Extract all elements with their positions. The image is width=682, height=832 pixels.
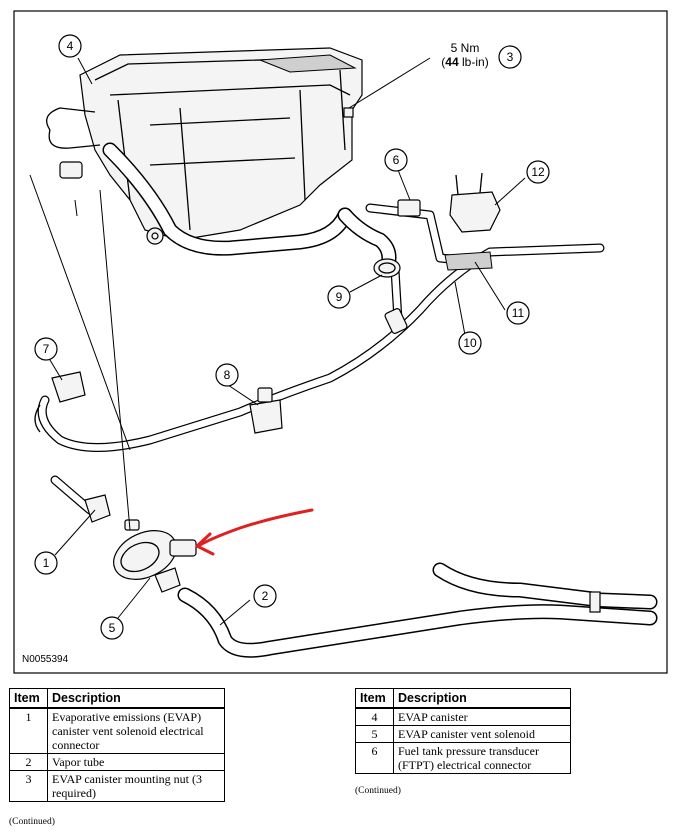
callout-10: 10 — [458, 331, 482, 355]
callout-3-label: 3 — [507, 50, 514, 64]
item-number: 5 — [355, 725, 394, 743]
vapor-tube-2 — [177, 562, 658, 658]
item-description: EVAP canister vent solenoid — [393, 725, 571, 743]
item-description: Fuel tank pressure transducer (FTPT) ele… — [393, 742, 571, 774]
callout-2-label: 2 — [262, 589, 269, 603]
callout-11-label: 11 — [512, 306, 525, 320]
callout-12: 12 — [526, 160, 550, 184]
item-description: Vapor tube — [47, 753, 225, 771]
col-description: Description — [47, 688, 225, 709]
callout-2: 2 — [253, 584, 277, 608]
clip-8 — [249, 387, 283, 434]
table-row: 2 Vapor tube — [9, 753, 225, 771]
evap-system-diagram: 4 3 6 12 9 11 10 7 8 1 2 5 — [13, 10, 668, 674]
legend-left-header: Item Description — [9, 688, 225, 709]
callout-11: 11 — [506, 301, 530, 325]
red-annotation-arrow — [195, 508, 314, 556]
callout-6-label: 6 — [393, 153, 400, 167]
callout-4-label: 4 — [67, 39, 74, 53]
callout-7: 7 — [34, 337, 58, 361]
item-number: 4 — [355, 707, 394, 726]
callout-3: 3 — [498, 45, 522, 69]
callout-5-label: 5 — [109, 621, 116, 635]
torque-value: 5 Nm — [451, 41, 480, 55]
evap-vent-solenoid — [113, 519, 197, 593]
item-description: EVAP canister mounting nut (3 required) — [47, 770, 225, 802]
item-number: 3 — [9, 770, 48, 802]
callout-4: 4 — [58, 34, 82, 58]
fitting-9 — [373, 258, 408, 334]
callout-1: 1 — [34, 551, 58, 575]
continued-note-right: (Continued) — [355, 786, 401, 796]
table-row: 4 EVAP canister — [355, 707, 571, 726]
torque-imperial: (44 lb-in) — [441, 55, 488, 69]
item-description: EVAP canister — [393, 707, 571, 726]
item-number: 6 — [355, 742, 394, 774]
callout-9-label: 9 — [336, 290, 343, 304]
callout-12-label: 12 — [531, 165, 545, 179]
callout-5: 5 — [100, 616, 124, 640]
col-item: Item — [355, 688, 394, 709]
legend-table-right: Item Description 4 EVAP canister 5 EVAP … — [355, 688, 571, 774]
canister-hoses — [102, 142, 397, 273]
callout-6: 6 — [384, 148, 408, 172]
mounting-nut — [343, 107, 354, 118]
callout-8-label: 8 — [224, 368, 231, 382]
table-row: 1 Evaporative emissions (EVAP) canister … — [9, 707, 225, 754]
figure-code: N0055394 — [22, 654, 69, 665]
torque-imperial-unit: lb-in — [462, 55, 485, 69]
torque-imperial-value: 44 — [445, 55, 459, 69]
ftpt-sensor — [444, 172, 501, 271]
col-item: Item — [9, 688, 48, 709]
ftpt-connector — [397, 199, 421, 217]
col-description: Description — [393, 688, 571, 709]
vent-solenoid-connector — [50, 475, 111, 523]
callout-8: 8 — [215, 363, 239, 387]
legend-table-left: Item Description 1 Evaporative emissions… — [9, 688, 225, 802]
callout-1-label: 1 — [43, 556, 50, 570]
continued-note-left: (Continued) — [9, 817, 55, 827]
table-row: 5 EVAP canister vent solenoid — [355, 725, 571, 743]
callout-7-label: 7 — [43, 342, 50, 356]
callout-leaders — [49, 57, 526, 626]
callout-10-label: 10 — [463, 336, 477, 350]
clip-7 — [34, 371, 86, 433]
table-row: 3 EVAP canister mounting nut (3 required… — [9, 770, 225, 802]
table-row: 6 Fuel tank pressure transducer (FTPT) e… — [355, 742, 571, 774]
item-description: Evaporative emissions (EVAP) canister ve… — [47, 707, 225, 754]
callout-9: 9 — [327, 285, 351, 309]
item-number: 2 — [9, 753, 48, 771]
item-number: 1 — [9, 707, 48, 754]
legend-right-header: Item Description — [355, 688, 571, 709]
